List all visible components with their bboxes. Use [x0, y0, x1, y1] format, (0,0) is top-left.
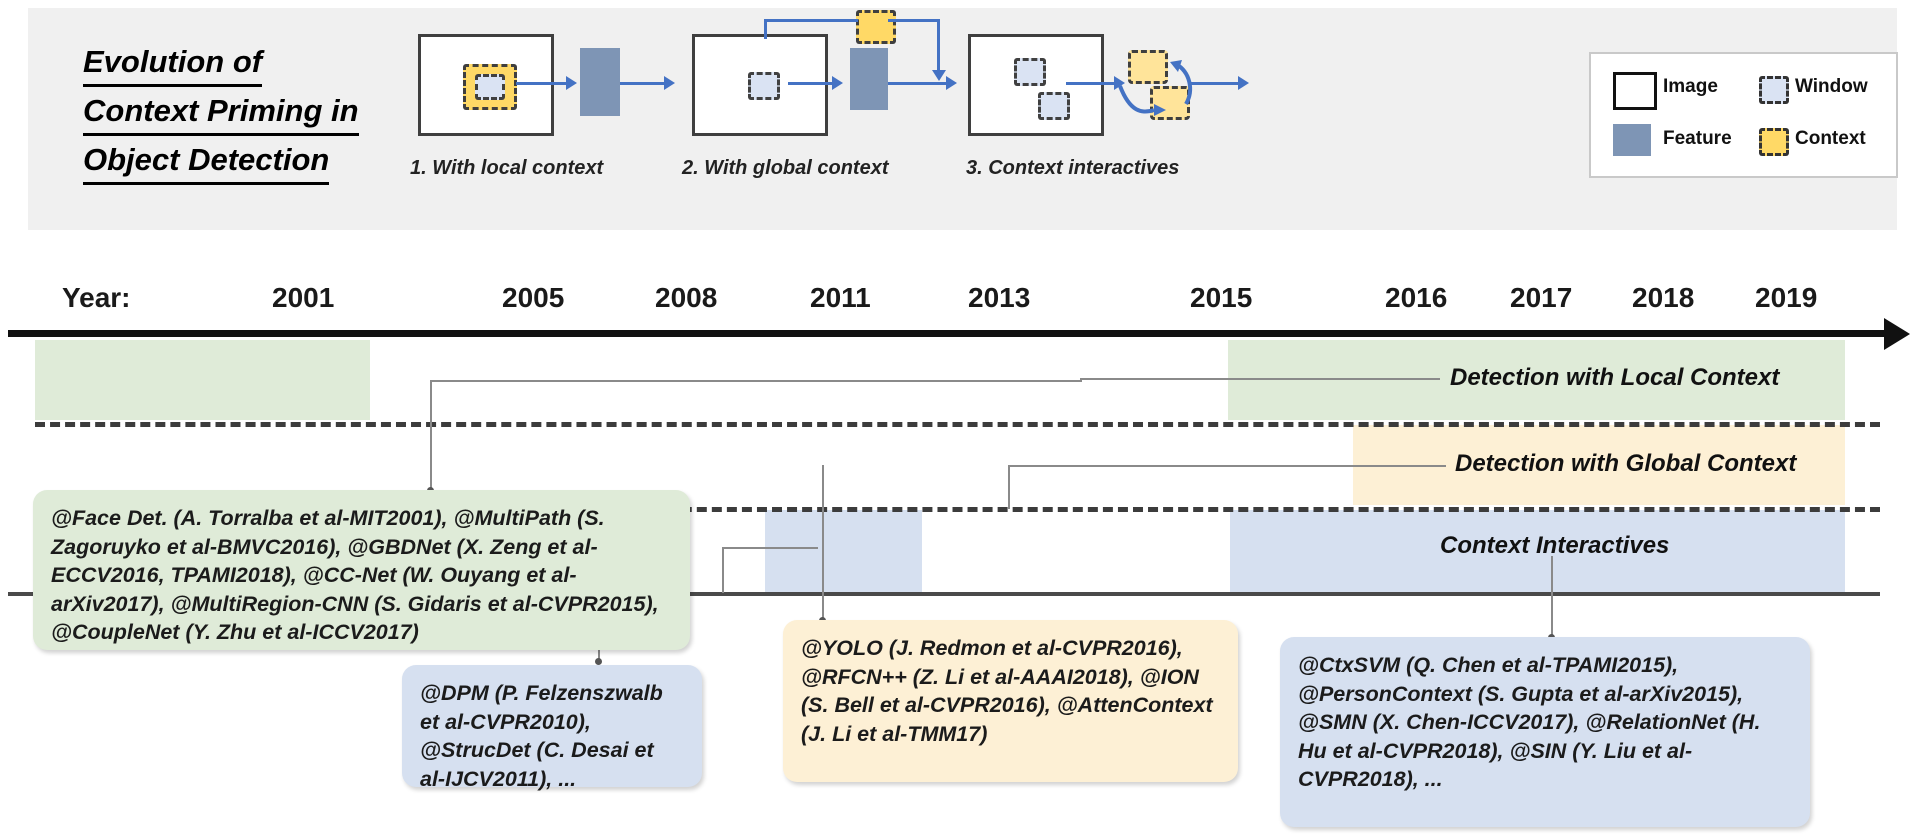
window-box-icon — [475, 74, 505, 100]
interaction-curves-icon — [1118, 60, 1193, 116]
row-leader-interactives — [722, 547, 818, 549]
band-context-interactives-left — [765, 510, 922, 592]
timeline-arrowhead-icon — [1884, 318, 1910, 350]
row-separator-1 — [35, 422, 1880, 427]
legend-label-image: Image — [1663, 76, 1718, 97]
row-leader-local — [1080, 378, 1440, 380]
arrow-line-1 — [1066, 82, 1116, 85]
context-output-arrowhead — [932, 70, 946, 81]
window-swatch-icon — [1759, 76, 1789, 104]
arrow-head-1 — [566, 76, 577, 90]
legend-label-window: Window — [1795, 76, 1868, 97]
context-output-down — [937, 19, 940, 71]
arrow-head-2 — [946, 76, 957, 90]
timeline-axis — [8, 330, 1888, 337]
band-local-context-right — [1228, 340, 1845, 420]
context-feedback-top — [764, 19, 858, 22]
arrow-head-1 — [832, 76, 843, 90]
row-leader-interactives-stem — [722, 547, 724, 593]
yellow-card-leader-v — [822, 465, 824, 620]
context-swatch-icon — [1759, 128, 1789, 156]
diagram-caption-3: 3. Context interactives — [966, 157, 1180, 179]
year-tick-2018: 2018 — [1632, 282, 1695, 313]
arrow-line-1 — [516, 82, 568, 85]
dpm-card[interactable]: @DPM (P. Felzenszwalb et al-CVPR2010), @… — [402, 665, 702, 791]
interactives-card-leader-v — [1551, 556, 1553, 638]
year-tick-2008: 2008 — [655, 282, 718, 313]
title-line-1: Evolution of — [83, 42, 263, 87]
year-tick-2015: 2015 — [1190, 282, 1253, 313]
context-output-top — [888, 19, 940, 22]
year-tick-2017: 2017 — [1510, 282, 1573, 313]
row-leader-global-stem — [1008, 465, 1010, 509]
diagram-context-interactives: 3. Context interactives — [966, 22, 1249, 222]
arrow-line-1 — [788, 82, 834, 85]
row-separator-3 — [8, 592, 1880, 596]
row-separator-2 — [35, 507, 1880, 512]
year-tick-2019: 2019 — [1755, 282, 1818, 313]
window-box-icon-1 — [1014, 58, 1046, 86]
row-label-local-context: Detection with Local Context — [1450, 364, 1780, 391]
legend-box: Image Window Feature Context — [1589, 52, 1898, 178]
band-context-interactives-right — [1230, 510, 1845, 592]
context-box-icon-1 — [1128, 50, 1168, 84]
year-tick-2016: 2016 — [1385, 282, 1448, 313]
row-leader-global — [1008, 465, 1446, 467]
window-box-icon-2 — [1038, 92, 1070, 120]
year-tick-2011: 2011 — [810, 282, 871, 313]
green-card-leader-h — [430, 380, 1082, 382]
context-box-icon — [856, 10, 896, 44]
diagram-global-context: 2. With global context — [682, 10, 972, 222]
row-label-context-interactives: Context Interactives — [1440, 532, 1670, 559]
legend-label-context: Context — [1795, 128, 1866, 149]
axis-label: Year: — [62, 282, 131, 313]
arrow-head-2 — [664, 76, 675, 90]
year-tick-2005: 2005 — [502, 282, 565, 313]
feature-bar-icon — [850, 48, 888, 110]
title-line-2: Context Priming in — [83, 91, 359, 136]
arrow-line-2 — [620, 82, 666, 85]
figure-title: Evolution of Context Priming in Object D… — [83, 42, 473, 189]
arrow-line-2 — [1188, 82, 1240, 85]
arrow-head-1 — [1114, 76, 1125, 90]
band-local-context-left — [35, 340, 370, 420]
legend-label-feature: Feature — [1663, 128, 1732, 149]
global-context-card[interactable]: @YOLO (J. Redmon et al-CVPR2016), @RFCN+… — [783, 620, 1238, 782]
diagram-local-context: 1. With local context — [410, 22, 678, 222]
year-tick-2001: 2001 — [272, 282, 335, 313]
green-card-leader-v — [430, 380, 432, 490]
title-line-3: Object Detection — [83, 140, 330, 185]
arrow-line-2 — [888, 82, 948, 85]
year-tick-2013: 2013 — [968, 282, 1031, 313]
feature-swatch-icon — [1613, 124, 1651, 156]
context-interactives-card[interactable]: @CtxSVM (Q. Chen et al-TPAMI2015), @Pers… — [1280, 637, 1810, 827]
window-box-icon — [748, 72, 780, 100]
header-banner: Evolution of Context Priming in Object D… — [28, 8, 1898, 230]
feature-bar-icon — [580, 48, 620, 116]
dpm-card-anchor-dot — [595, 658, 602, 665]
local-context-card[interactable]: @Face Det. (A. Torralba et al-MIT2001), … — [33, 490, 690, 650]
diagram-caption-2: 2. With global context — [682, 157, 889, 179]
row-label-global-context: Detection with Global Context — [1455, 450, 1797, 477]
image-swatch-icon — [1613, 72, 1657, 110]
arrow-head-2 — [1238, 76, 1249, 90]
diagram-caption-1: 1. With local context — [410, 157, 604, 179]
context-feedback-up — [764, 19, 767, 39]
